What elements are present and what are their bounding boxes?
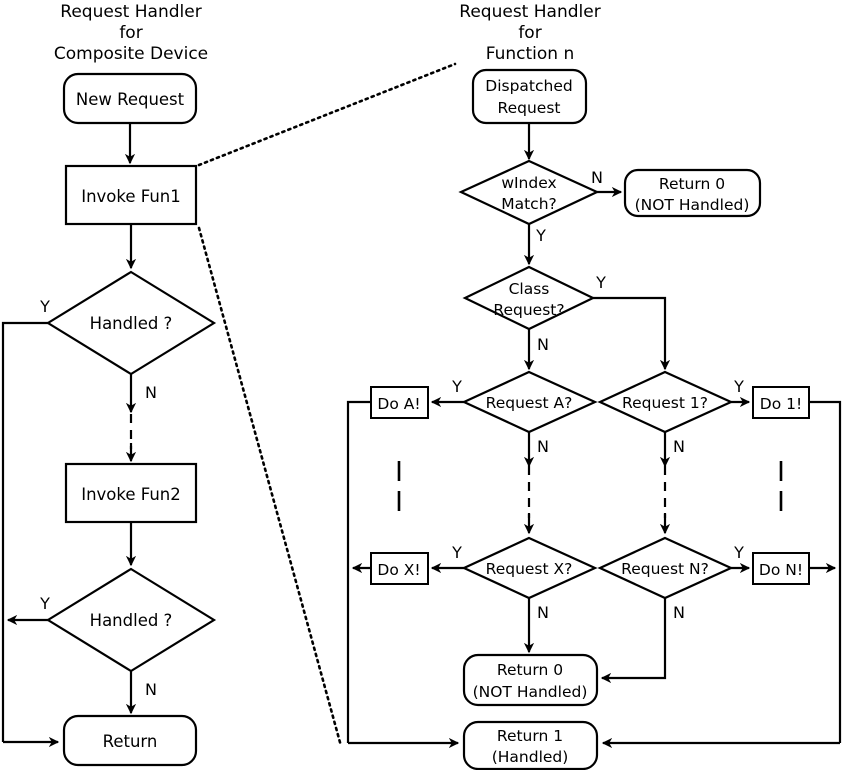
node-request-x[interactable]: Request X? [461, 536, 598, 600]
return0-top-line-2: (NOT Handled) [635, 196, 750, 214]
do-1-shape [752, 386, 810, 419]
node-request-a[interactable]: Request A? [461, 370, 598, 434]
node-do-1[interactable]: Do 1! [752, 386, 810, 419]
label-request-a-no: N [537, 437, 549, 456]
edge-handled1-yes-to-rail [1, 321, 48, 742]
return-label: Return [103, 732, 158, 751]
node-invoke-fun1[interactable]: Invoke Fun1 [64, 164, 198, 226]
request-x-label: Request X? [486, 560, 573, 578]
request-a-label: Request A? [486, 394, 573, 412]
node-dispatched-request[interactable]: Dispatched Request [471, 68, 588, 125]
return1-shape [462, 720, 599, 770]
left-title-line-3: Composite Device [54, 44, 208, 64]
do-n-label: Do N! [759, 561, 803, 579]
node-return[interactable]: Return [62, 714, 198, 767]
do-x-label: Do X! [377, 561, 420, 579]
new-request-label: New Request [76, 90, 185, 109]
connector-dotted-upper [197, 62, 457, 167]
return0-bottom-shape [462, 653, 599, 707]
node-request-1[interactable]: Request 1? [597, 370, 734, 434]
right-panel-title: Request Handler for Function n [459, 2, 600, 64]
invoke-fun1-label: Invoke Fun1 [81, 187, 181, 206]
do-a-shape [370, 386, 429, 419]
label-request-a-yes: Y [451, 377, 462, 396]
node-handled-1[interactable]: Handled ? [45, 270, 217, 376]
invoke-fun2-label: Invoke Fun2 [81, 485, 181, 504]
class-request-shape [462, 265, 596, 331]
dispatched-request-line-2: Request [498, 99, 561, 117]
node-do-n[interactable]: Do N! [752, 552, 810, 585]
invoke-fun1-shape [64, 164, 198, 226]
node-return0-top[interactable]: Return 0 (NOT Handled) [623, 168, 762, 218]
label-handled1-no: N [145, 383, 157, 402]
return-shape [62, 714, 198, 767]
label-request-1-yes: Y [733, 377, 744, 396]
node-new-request[interactable]: New Request [62, 72, 198, 125]
left-panel-title: Request Handler for Composite Device [54, 2, 208, 64]
right-title-line-2: for [518, 23, 541, 43]
do-a-label: Do A! [377, 395, 420, 413]
dispatched-request-line-1: Dispatched [485, 77, 572, 95]
left-title-line-2: for [119, 23, 142, 43]
handled-1-label: Handled ? [90, 314, 173, 333]
node-handled-2[interactable]: Handled ? [45, 567, 217, 673]
request-n-label: Request N? [621, 560, 709, 578]
node-do-x[interactable]: Do X! [370, 552, 429, 585]
do-n-shape [752, 552, 810, 585]
return0-bottom-line-2: (NOT Handled) [473, 683, 588, 701]
node-return0-bottom[interactable]: Return 0 (NOT Handled) [462, 653, 599, 707]
node-request-n[interactable]: Request N? [597, 536, 734, 600]
label-request-x-no: N [537, 603, 549, 622]
return0-top-shape [623, 168, 762, 218]
label-windex-no: N [591, 168, 603, 187]
handled-2-label: Handled ? [90, 611, 173, 630]
windex-match-line-2: Match? [501, 195, 557, 213]
edge-class-yes-to-request1 [593, 296, 671, 371]
label-request-x-yes: Y [451, 543, 462, 562]
request-1-label: Request 1? [622, 394, 708, 412]
edge-do-1-to-right-rail [809, 400, 842, 743]
label-class-no: N [537, 335, 549, 354]
return1-line-1: Return 1 [497, 727, 563, 745]
label-handled2-yes: Y [39, 594, 50, 613]
label-class-yes: Y [595, 273, 606, 292]
connector-dotted-lower [197, 226, 343, 748]
node-windex-match[interactable]: wIndex Match? [458, 159, 600, 226]
node-return1[interactable]: Return 1 (Handled) [462, 720, 599, 770]
right-title-line-1: Request Handler [459, 2, 600, 22]
class-request-line-1: Class [509, 280, 550, 298]
return0-top-line-1: Return 0 [659, 175, 725, 193]
node-do-a[interactable]: Do A! [370, 386, 429, 419]
node-invoke-fun2[interactable]: Invoke Fun2 [64, 462, 198, 524]
edge-do-a-to-left-rail [346, 400, 371, 743]
left-title-line-1: Request Handler [60, 2, 201, 22]
label-windex-yes: Y [535, 226, 546, 245]
do-1-label: Do 1! [760, 395, 802, 413]
edge-request-n-no-to-return0 [600, 598, 667, 684]
invoke-fun2-shape [64, 462, 198, 524]
windex-match-line-1: wIndex [501, 174, 556, 192]
label-handled1-yes: Y [39, 297, 50, 316]
return0-bottom-line-1: Return 0 [497, 661, 563, 679]
label-request-n-no: N [673, 603, 685, 622]
right-title-line-3: Function n [486, 44, 575, 64]
class-request-line-2: Request? [493, 301, 564, 319]
label-request-n-yes: Y [733, 543, 744, 562]
return1-line-2: (Handled) [492, 748, 569, 766]
label-handled2-no: N [145, 680, 157, 699]
label-request-1-no: N [673, 437, 685, 456]
node-class-request[interactable]: Class Request? [462, 265, 596, 331]
windex-match-shape [458, 159, 600, 226]
